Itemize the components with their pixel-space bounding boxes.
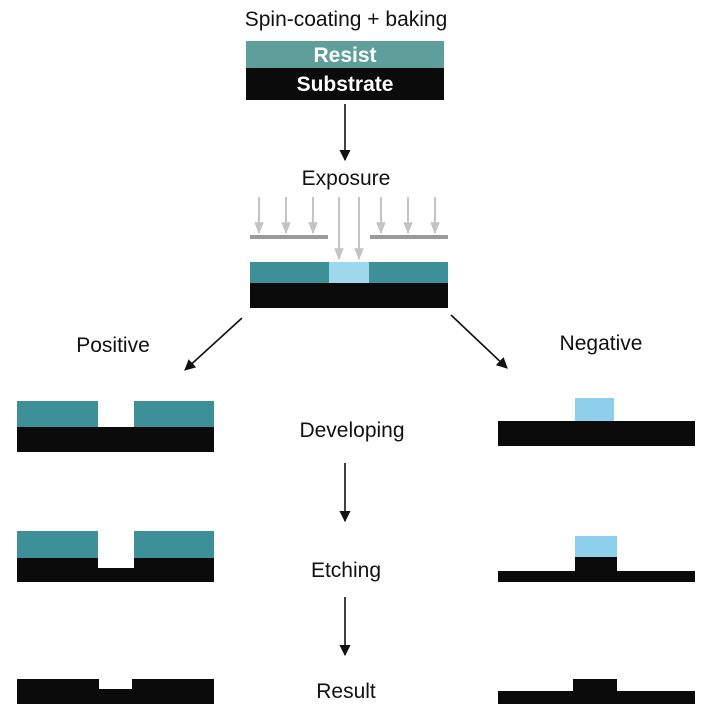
positive-etched-wafer [17,531,214,582]
exposure-label: Exposure [302,167,391,190]
photomask-left [250,235,328,239]
arrow-to-negative [450,314,508,369]
resist-block [575,398,614,421]
substrate-layer [250,283,448,308]
negative-label: Negative [560,332,643,355]
arrow-to-positive [184,317,243,371]
resist-layer [246,41,444,68]
negative-result-wafer [498,679,695,704]
resist-block-left [17,401,98,427]
substrate-layer [246,68,444,100]
photomask-right [370,235,448,239]
developing-label: Developing [299,419,404,442]
exposed-wafer [250,262,448,308]
resist-block-right [134,531,214,558]
result-label: Result [316,680,376,703]
resist-block-left [17,531,98,558]
etching-label: Etching [311,559,381,582]
exposed-region [329,262,369,283]
substrate-layer [17,427,214,452]
spin-coating-label: Spin-coating + baking [245,8,448,31]
etched-substrate [17,558,214,582]
etched-substrate [498,557,695,582]
resist-block [575,536,617,557]
substrate-label: Substrate [297,73,394,96]
negative-etched-wafer [498,536,695,582]
resist-label: Resist [313,44,376,67]
substrate-layer [498,421,695,446]
negative-developed-wafer [498,398,695,446]
positive-result-wafer [17,679,214,704]
positive-developed-wafer [17,401,214,452]
resist-block-right [134,401,214,427]
positive-label: Positive [76,334,150,357]
light-rays [254,197,440,261]
coated-wafer: Resist Substrate [246,41,444,100]
